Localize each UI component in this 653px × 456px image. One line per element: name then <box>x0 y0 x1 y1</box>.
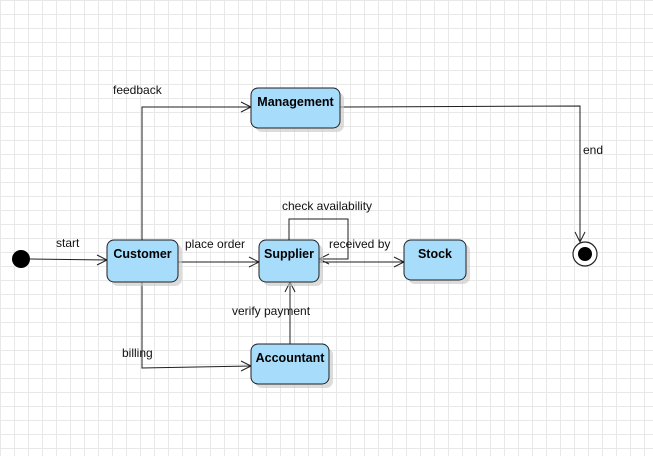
initial-state-node <box>12 250 30 268</box>
state-stock-label: Stock <box>418 247 452 261</box>
state-management[interactable]: Management <box>250 87 344 132</box>
label-billing: billing <box>122 346 153 360</box>
transition-billing <box>141 282 253 372</box>
state-management-label: Management <box>257 95 334 109</box>
label-place-order: place order <box>185 237 245 251</box>
state-customer-label: Customer <box>113 247 171 261</box>
label-end: end <box>583 143 603 157</box>
label-start: start <box>56 236 80 250</box>
label-received-by: received by <box>329 237 390 251</box>
state-stock[interactable]: Stock <box>403 239 470 284</box>
label-verify-payment: verify payment <box>232 304 311 318</box>
transition-end <box>339 105 586 244</box>
transition-place-order <box>178 256 261 268</box>
final-state-node <box>572 241 598 267</box>
label-feedback: feedback <box>113 83 163 97</box>
state-supplier-label: Supplier <box>264 247 314 261</box>
transition-feedback <box>141 101 253 240</box>
state-accountant-label: Accountant <box>256 351 326 365</box>
state-supplier[interactable]: Supplier <box>258 239 323 286</box>
state-accountant[interactable]: Accountant <box>250 343 333 388</box>
transition-start <box>29 254 109 266</box>
state-customer[interactable]: Customer <box>106 239 182 286</box>
label-check-availability: check availability <box>282 199 372 213</box>
